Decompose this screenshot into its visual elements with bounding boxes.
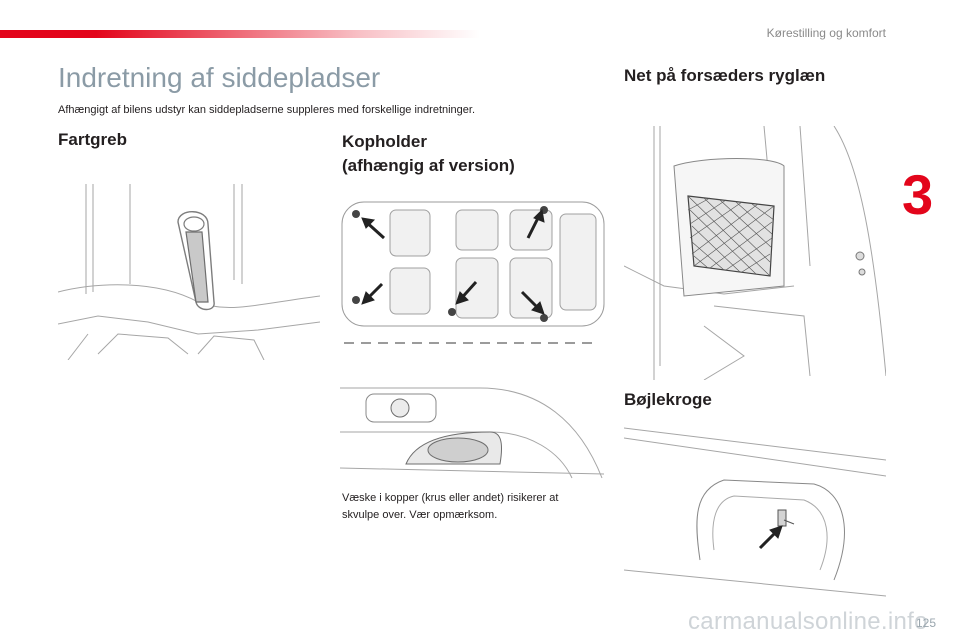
section-header: Kørestilling og komfort <box>766 26 886 40</box>
watermark: carmanualsonline.info <box>688 608 928 635</box>
coat-hook-illustration <box>624 427 886 597</box>
dashed-divider <box>344 342 596 344</box>
heading-kopholder-line1: Kopholder <box>342 132 427 151</box>
cup-holder-warning: Væske i kopper (krus eller andet) risike… <box>342 492 559 521</box>
chapter-number: 3 <box>902 163 934 226</box>
page-title: Indretning af siddepladser <box>58 62 381 93</box>
cup-holder-top-view-illustration <box>341 201 605 327</box>
intro-text: Afhængigt af bilens udstyr kan siddeplad… <box>58 104 476 116</box>
grab-handle-illustration <box>58 184 320 360</box>
page-number: 125 <box>916 616 937 630</box>
heading-net: Net på forsæders ryglæn <box>624 66 826 85</box>
seat-back-net-illustration <box>624 126 886 380</box>
heading-fartgreb: Fartgreb <box>58 130 127 149</box>
cup-holder-detail-illustration <box>340 387 604 479</box>
header-accent-bar <box>0 30 480 38</box>
heading-kopholder-line2: (afhængig af version) <box>342 156 515 175</box>
heading-kopholder: Kopholder (afhængig af version) <box>342 130 515 178</box>
heading-bojlekroge: Bøjlekroge <box>624 390 712 409</box>
